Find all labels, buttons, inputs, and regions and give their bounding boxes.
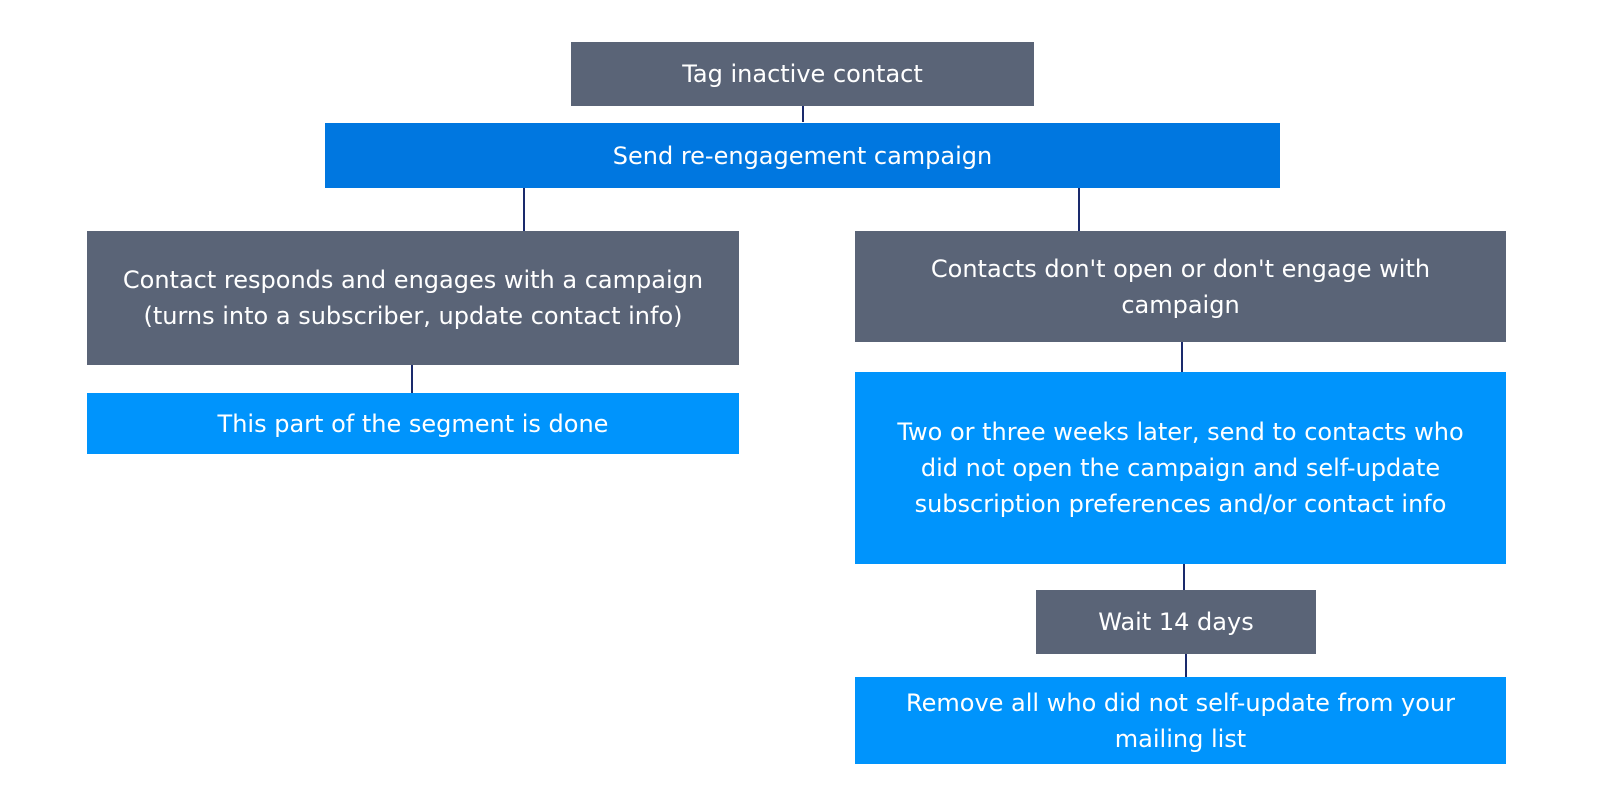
node-send-reengagement-campaign: Send re-engagement campaign [325, 123, 1280, 188]
node-remove-all-label: Remove all who did not self-update from … [906, 688, 1455, 753]
node-wait-days: Wait 14 days [1036, 590, 1316, 654]
connector-tag-to-send [802, 104, 804, 122]
node-contact-responds: Contact responds and engages with a camp… [87, 231, 739, 365]
node-tag-inactive-contact-label: Tag inactive contact [682, 60, 923, 88]
node-remove-all: Remove all who did not self-update from … [855, 677, 1506, 764]
node-segment-done-label: This part of the segment is done [217, 409, 609, 438]
connector-responds-to-done [411, 364, 413, 394]
node-contacts-dont-open: Contacts don't open or don't engage with… [855, 231, 1506, 342]
connector-send-to-responds [523, 186, 525, 232]
node-tag-inactive-contact: Tag inactive contact [571, 42, 1034, 106]
node-send-reengagement-campaign-label: Send re-engagement campaign [612, 141, 993, 170]
node-segment-done: This part of the segment is done [87, 393, 739, 454]
node-two-three-weeks-later-label: Two or three weeks later, send to contac… [897, 418, 1464, 518]
connector-wait-to-remove [1185, 653, 1187, 678]
node-contact-responds-label: Contact responds and engages with a camp… [122, 266, 704, 330]
connector-send-to-dont-open [1078, 186, 1080, 232]
connector-dont-open-to-weeks [1181, 341, 1183, 373]
node-wait-days-label: Wait 14 days [1098, 608, 1254, 636]
node-contacts-dont-open-label: Contacts don't open or don't engage with… [930, 254, 1431, 319]
node-two-three-weeks-later: Two or three weeks later, send to contac… [855, 372, 1506, 564]
connector-weeks-to-wait [1183, 563, 1185, 591]
